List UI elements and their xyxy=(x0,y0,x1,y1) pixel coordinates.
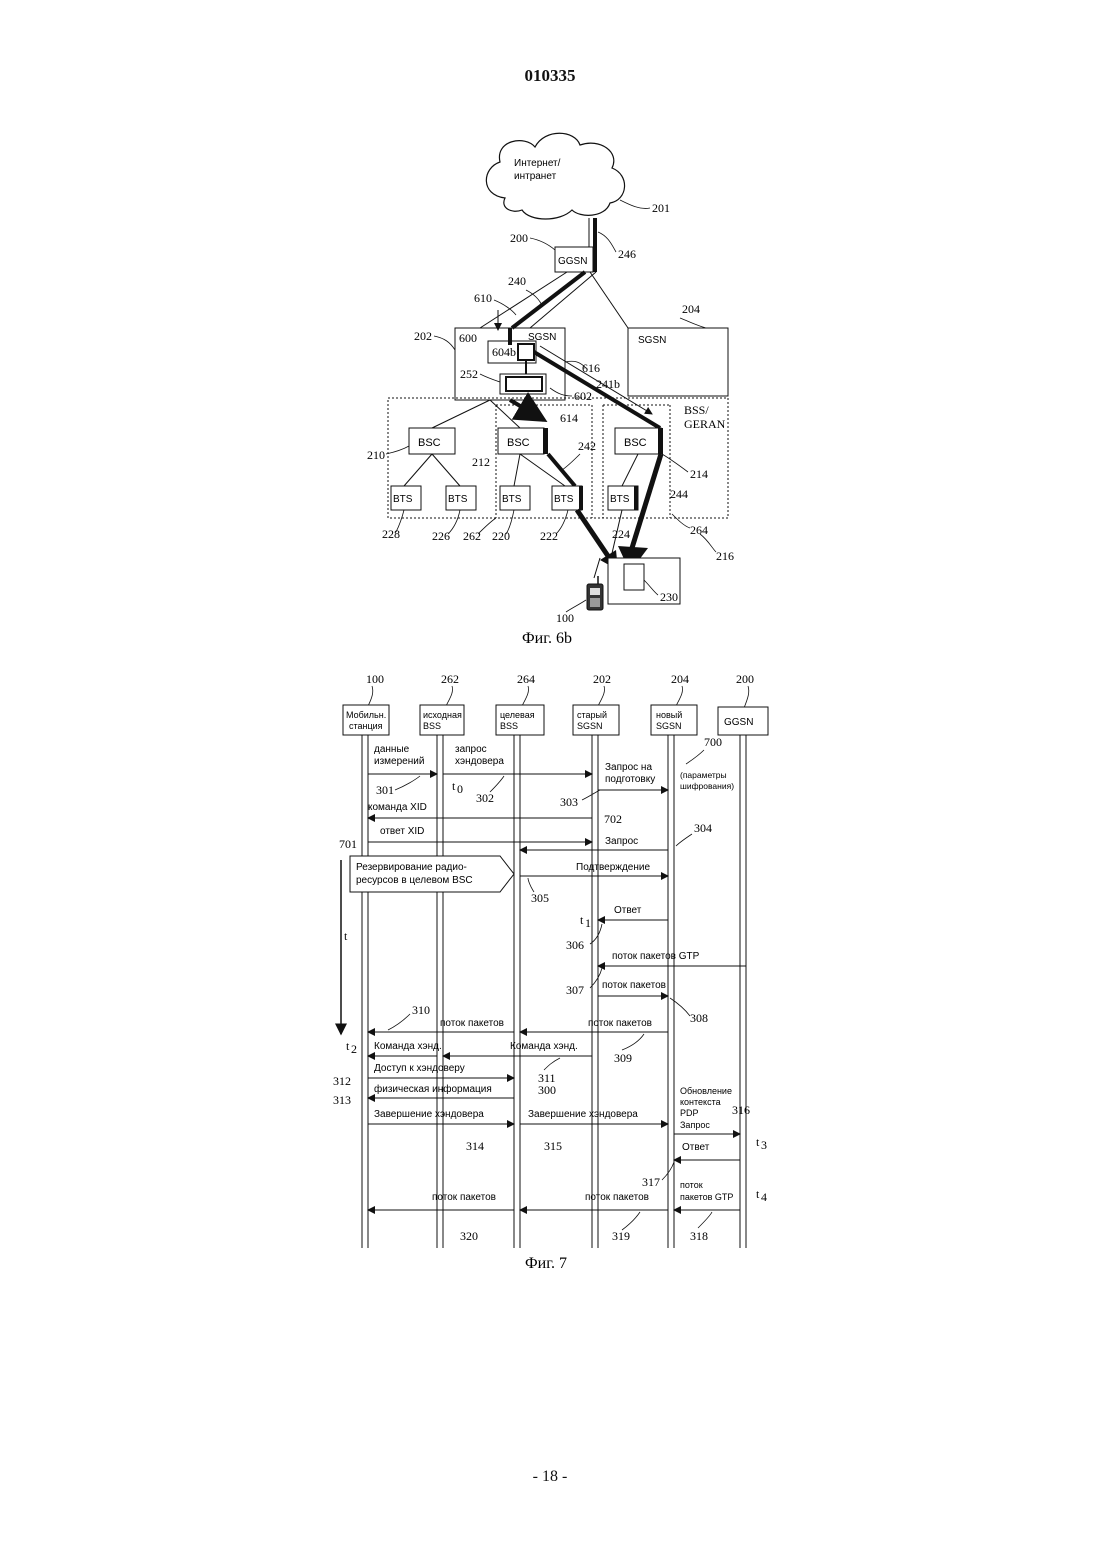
ref-313: 313 xyxy=(333,1093,351,1107)
msg-cmd-b: Команда хэнд. xyxy=(510,1041,578,1052)
ref-301: 301 xyxy=(376,783,394,797)
msg-307: поток пакетов GTP xyxy=(612,951,700,962)
msg-700-a: (параметры xyxy=(680,770,727,780)
msg-resp2: Ответ xyxy=(682,1142,710,1153)
entity-ref-204: 204 xyxy=(671,672,689,686)
msg-upd-c: PDP xyxy=(680,1108,699,1118)
msg-314: Завершение хэндовера xyxy=(374,1109,484,1120)
ref-700: 700 xyxy=(704,735,722,749)
entity-source-l2: BSS xyxy=(423,721,441,731)
time-t4-sub: 4 xyxy=(761,1190,767,1204)
msg-318-b: пакетов GTP xyxy=(680,1192,733,1202)
entity-ref-100: 100 xyxy=(366,672,384,686)
entity-ggsn-l1: GGSN xyxy=(724,717,753,728)
entity-newsgsn-l2: SGSN xyxy=(656,721,682,731)
msg-302-b: хэндовера xyxy=(455,756,504,767)
ref-702: 702 xyxy=(604,812,622,826)
time-t2-sub: 2 xyxy=(351,1042,357,1056)
entity-ref-264: 264 xyxy=(517,672,535,686)
ref-304: 304 xyxy=(694,821,712,835)
msg-xid-resp: ответ XID xyxy=(380,826,424,837)
page-footer: - 18 - xyxy=(0,1468,1100,1486)
entity-target-l1: целевая xyxy=(500,710,535,720)
ref-319: 319 xyxy=(612,1229,630,1243)
entity-source-l1: исходная xyxy=(423,710,462,720)
ref-309: 309 xyxy=(614,1051,632,1065)
msg-700-b: шифрования) xyxy=(680,781,734,791)
time-axis-label: t xyxy=(344,929,348,943)
msg-upd-req: Запрос xyxy=(680,1120,710,1130)
msg-303-b: подготовку xyxy=(605,774,655,785)
entity-ref-200: 200 xyxy=(736,672,754,686)
msg-310-a: поток пакетов xyxy=(440,1018,504,1029)
ref-310: 310 xyxy=(412,1003,430,1017)
entity-oldsgsn-l2: SGSN xyxy=(577,721,603,731)
msg-cmd-a: Команда хэнд. xyxy=(374,1041,442,1052)
time-t0: t xyxy=(452,779,456,793)
msg-303-a: Запрос на xyxy=(605,762,652,773)
msg-301-b: измерений xyxy=(374,756,424,767)
msg-301-a: данные xyxy=(374,744,410,755)
ref-300: 300 xyxy=(538,1083,556,1097)
ref-303: 303 xyxy=(560,795,578,809)
msg-304: Запрос xyxy=(605,836,638,847)
msg-308: поток пакетов xyxy=(602,980,666,991)
msg-315: Завершение хэндовера xyxy=(528,1109,638,1120)
ref-306: 306 xyxy=(566,938,584,952)
ref-317: 317 xyxy=(642,1175,660,1189)
entity-newsgsn-l1: новый xyxy=(656,710,682,720)
msg-320: поток пакетов xyxy=(432,1192,496,1203)
ref-318: 318 xyxy=(690,1229,708,1243)
entity-ref-202: 202 xyxy=(593,672,611,686)
figure-7-sequence-diagram: 100 262 264 202 204 200 Мобильн. станция… xyxy=(0,0,1100,1300)
ref-316: 316 xyxy=(732,1103,750,1117)
ref-305: 305 xyxy=(531,891,549,905)
msg-318-a: поток xyxy=(680,1180,703,1190)
msg-310-b: поток пакетов xyxy=(588,1018,652,1029)
entity-ref-262: 262 xyxy=(441,672,459,686)
ref-315: 315 xyxy=(544,1139,562,1153)
time-t3-sub: 3 xyxy=(761,1138,767,1152)
msg-xid-cmd: команда XID xyxy=(368,802,427,813)
entity-mobile-l2: станция xyxy=(349,721,383,731)
time-t1: t xyxy=(580,913,584,927)
time-t1-sub: 1 xyxy=(585,916,591,930)
msg-312: Доступ к хэндоверу xyxy=(374,1063,465,1074)
ref-314: 314 xyxy=(466,1139,484,1153)
msg-306: Ответ xyxy=(614,905,642,916)
entity-target-l2: BSS xyxy=(500,721,518,731)
ref-302: 302 xyxy=(476,791,494,805)
ref-308: 308 xyxy=(690,1011,708,1025)
msg-res-b: ресурсов в целевом BSC xyxy=(356,875,473,886)
msg-res-a: Резервирование радио- xyxy=(356,862,467,873)
msg-upd-b: контекста xyxy=(680,1097,721,1107)
time-t2: t xyxy=(346,1039,350,1053)
entity-mobile-l1: Мобильн. xyxy=(346,710,386,720)
entity-oldsgsn-l1: старый xyxy=(577,710,607,720)
msg-319: поток пакетов xyxy=(585,1192,649,1203)
time-t3: t xyxy=(756,1135,760,1149)
ref-307: 307 xyxy=(566,983,584,997)
msg-upd-a: Обновление xyxy=(680,1086,732,1096)
msg-305: Подтверждение xyxy=(576,862,650,873)
ref-701: 701 xyxy=(339,837,357,851)
ref-320: 320 xyxy=(460,1229,478,1243)
time-t4: t xyxy=(756,1187,760,1201)
ref-312: 312 xyxy=(333,1074,351,1088)
time-t0-sub: 0 xyxy=(457,782,463,796)
msg-313: физическая информация xyxy=(374,1083,492,1095)
msg-302-a: запрос xyxy=(455,744,487,755)
fig7-caption: Фиг. 7 xyxy=(525,1255,567,1272)
